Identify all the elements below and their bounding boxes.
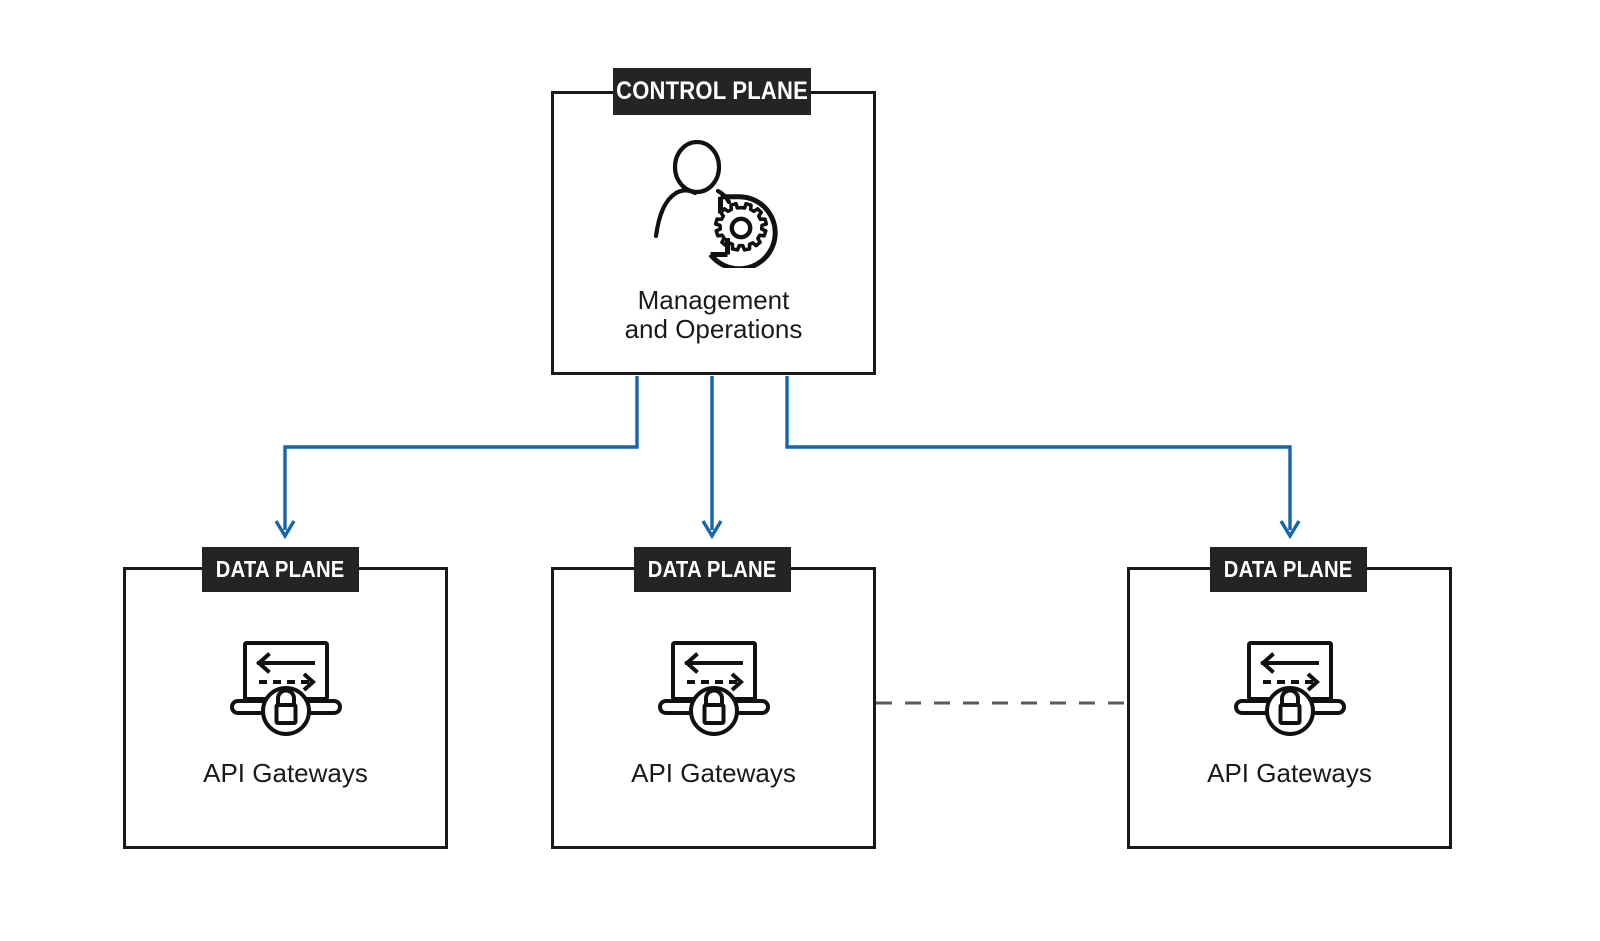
connector-arrowhead-2 <box>701 520 723 540</box>
data-plane-label-3: API Gateways <box>1207 758 1372 788</box>
user-gear-refresh-icon <box>653 140 778 268</box>
data-plane-content-1: API Gateways <box>123 635 448 788</box>
data-plane-tab-label-1: DATA PLANE <box>216 556 345 582</box>
connector-control-to-dataplane-3 <box>785 376 1292 530</box>
data-plane-tab-label-3: DATA PLANE <box>1224 556 1353 582</box>
control-plane-content: Management and Operations <box>551 140 876 345</box>
data-plane-content-3: API Gateways <box>1127 635 1452 788</box>
data-plane-label-1: API Gateways <box>203 758 368 788</box>
control-plane-tab: CONTROL PLANE <box>613 68 811 115</box>
control-plane-tab-label: CONTROL PLANE <box>616 77 808 105</box>
connector-control-to-dataplane-1 <box>283 376 639 530</box>
data-plane-tab-1: DATA PLANE <box>202 547 359 592</box>
data-plane-tab-2: DATA PLANE <box>634 547 791 592</box>
api-gateway-lock-icon <box>1233 641 1346 736</box>
data-plane-tab-3: DATA PLANE <box>1210 547 1367 592</box>
api-gateway-lock-icon <box>229 641 342 736</box>
control-plane-label: Management and Operations <box>624 285 803 345</box>
data-plane-tab-label-2: DATA PLANE <box>648 556 777 582</box>
connector-arrowhead-1 <box>274 520 296 540</box>
api-gateway-lock-icon <box>657 641 770 736</box>
connector-arrowhead-3 <box>1279 520 1301 540</box>
data-plane-label-2: API Gateways <box>631 758 796 788</box>
data-plane-content-2: API Gateways <box>551 635 876 788</box>
